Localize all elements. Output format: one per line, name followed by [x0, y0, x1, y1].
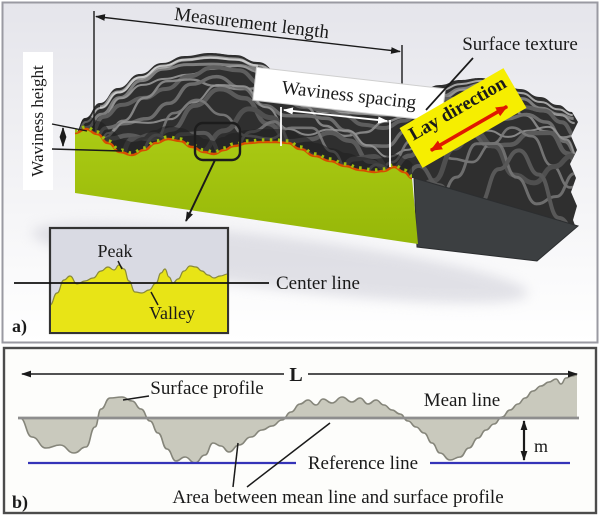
profile-shape: [19, 374, 578, 464]
surface-profile-label: Surface profile: [150, 378, 263, 399]
waviness-height-label: Waviness height: [28, 65, 47, 177]
panel-a: Measurement length Waviness height Wavin…: [1, 1, 599, 344]
panel-a-label: a): [12, 316, 27, 337]
mean-line-label: Mean line: [424, 390, 501, 411]
reference-line-label: Reference line: [308, 453, 418, 474]
valley-leader: [150, 291, 159, 306]
inset-roughness-profile: [51, 264, 227, 332]
green-cross-section: [75, 129, 418, 244]
length-dimension: L: [21, 364, 578, 386]
inset-detail: Peak Valley Center line: [14, 226, 360, 335]
area-leader-2: [246, 422, 331, 488]
peak-leader: [117, 260, 123, 270]
area-leader-1: [232, 442, 239, 488]
m-symbol: m: [534, 436, 548, 456]
lay-direction-arrow: [429, 104, 509, 152]
crest-highlight: [99, 55, 259, 109]
surface-texture-label: Surface texture: [462, 34, 578, 55]
length-symbol: L: [289, 364, 302, 386]
waviness-height-dimension: Waviness height: [23, 52, 123, 190]
surface-profile-leader: [122, 395, 150, 401]
panel-b: L Surface profile Mean line Reference li…: [2, 346, 598, 515]
zoom-leader-arrow: [185, 159, 216, 222]
height-pointer-bottom: [51, 148, 123, 152]
profile-area-fill: [20, 375, 577, 463]
edge-shading: [75, 115, 415, 177]
center-line-label: Center line: [276, 273, 360, 294]
measurement-length-arrow: [95, 14, 401, 54]
peak-label: Peak: [98, 241, 133, 261]
rough-edge-line: [74, 127, 413, 180]
roughness-zoom-box: [193, 121, 242, 162]
surface-texture-3d: [75, 53, 578, 228]
height-pointer-top: [51, 123, 88, 132]
area-caption: Area between mean line and surface profi…: [172, 487, 503, 508]
panel-b-frame: [2, 346, 598, 515]
waviness-spacing-arrow: [283, 107, 388, 124]
surface-texture-callout: Surface texture: [425, 34, 578, 111]
surface-texture-leader: [425, 57, 474, 111]
waviness-height-label-bg: [23, 52, 53, 190]
panel-b-label: b): [12, 492, 28, 513]
valley-label: Valley: [149, 303, 195, 323]
